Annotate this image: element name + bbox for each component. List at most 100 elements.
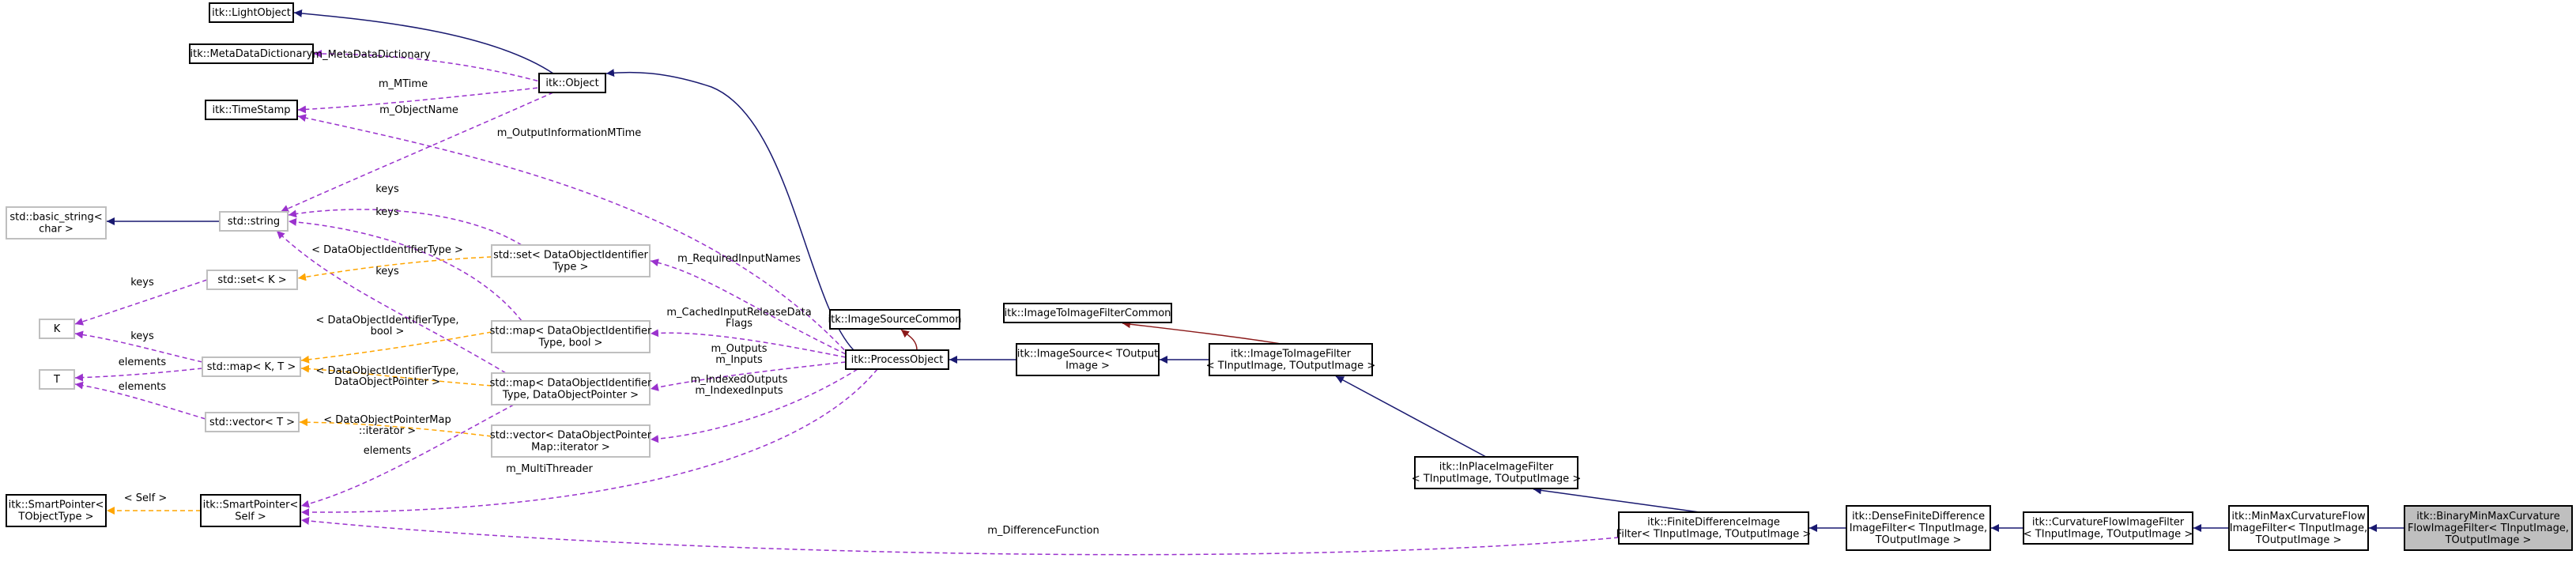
edge-mapdop-string-keys bbox=[276, 230, 507, 374]
edge-label-m-objectname: m_ObjectName bbox=[379, 104, 458, 116]
map_doi_dop-label-line: std::map< DataObjectIdentifier bbox=[490, 378, 652, 390]
node-k[interactable]: K bbox=[39, 319, 75, 339]
binaryminmax-label-line: FlowImageFilter< TInputImage, bbox=[2408, 522, 2569, 534]
edge-processobject-mapbool bbox=[650, 329, 847, 358]
node-map-doi-dop[interactable]: std::map< DataObjectIdentifierType, Data… bbox=[490, 372, 652, 405]
imagetoimagefilter-label-line: itk::ImageToImageFilter bbox=[1231, 349, 1352, 360]
edge-label-text: < DataObjectPointerMap bbox=[323, 414, 451, 426]
edge-mapkt-t bbox=[74, 368, 203, 382]
imagesourcecommon-label-line: itk::ImageSourceCommon bbox=[828, 314, 962, 326]
metadatadictionary-label-line: itk::MetaDataDictionary bbox=[190, 48, 313, 60]
edge-label-text: Flags bbox=[726, 318, 752, 330]
densefinitedifference-label-line: itk::DenseFiniteDifference bbox=[1852, 511, 1985, 522]
node-vector-t[interactable]: std::vector< T > bbox=[205, 412, 300, 432]
imagesource-label-line: Image > bbox=[1065, 360, 1110, 372]
node-processobject[interactable]: itk::ProcessObject bbox=[845, 349, 949, 370]
inplaceimagefilter-label-line: < TInputImage, TOutputImage > bbox=[1412, 473, 1581, 485]
edge-label-text: m_MultiThreader bbox=[506, 463, 593, 475]
node-timestamp[interactable]: itk::TimeStamp bbox=[205, 100, 298, 120]
edge-setdoi-setk-template bbox=[297, 256, 492, 281]
set_doi-label-line: Type > bbox=[553, 262, 589, 273]
edge-vectordopm-vectort-template bbox=[299, 418, 492, 437]
edge-label-text: bool > bbox=[371, 326, 405, 338]
edge-object-to-lightobject bbox=[293, 9, 554, 74]
edge-label-text: m_IndexedInputs bbox=[695, 385, 783, 397]
node-curvatureflow[interactable]: itk::CurvatureFlowImageFilter< TInputIma… bbox=[2023, 511, 2193, 545]
edge-processobject-setdoi bbox=[650, 258, 847, 355]
node-lightobject[interactable]: itk::LightObject bbox=[209, 2, 294, 23]
edge-inplace-to-imagetoimagefilter bbox=[1335, 375, 1487, 458]
basic_string-label-line: char > bbox=[39, 224, 74, 236]
edge-imagetoimagefilter-to-common bbox=[1122, 320, 1281, 345]
densefinitedifference-label-line: TOutputImage > bbox=[1875, 534, 1962, 546]
node-smartpointer-objtype[interactable]: itk::SmartPointer<TObjectType > bbox=[6, 494, 107, 527]
edge-label-text: m_DifferenceFunction bbox=[987, 525, 1099, 537]
edge-label-text: m_Outputs bbox=[711, 343, 767, 355]
node-vector-dopm[interactable]: std::vector< DataObjectPointerMap::itera… bbox=[490, 424, 652, 458]
edge-label-text: ::iterator > bbox=[359, 425, 416, 437]
edge-label-doit-bool: < DataObjectIdentifierType,bool > bbox=[316, 315, 459, 338]
edge-processobject-timestamp bbox=[297, 114, 850, 356]
edge-label-text: elements bbox=[364, 445, 412, 457]
edge-processobject-to-imagesourcecommon bbox=[900, 329, 918, 351]
edge-label-m-mtime: m_MTime bbox=[379, 78, 428, 90]
node-set-doi[interactable]: std::set< DataObjectIdentifierType > bbox=[491, 244, 651, 277]
map_kt-label-line: std::map< K, T > bbox=[207, 361, 296, 373]
edge-finitediff-to-inplace bbox=[1533, 486, 1700, 513]
edge-processobject-smartpointer-multithreader bbox=[300, 368, 878, 517]
edge-mapbool-string-keys bbox=[288, 217, 522, 322]
edge-label-elements-map: elements bbox=[119, 356, 167, 368]
edge-label-m-metadatadictionary: m_MetaDataDictionary bbox=[312, 49, 430, 61]
node-imagetoimagefilter[interactable]: itk::ImageToImageFilter< TInputImage, TO… bbox=[1206, 343, 1375, 376]
edge-object-string-objectname bbox=[280, 92, 554, 213]
minmaxcurvatureflow-label-line: ImageFilter< TInputImage, bbox=[2230, 522, 2367, 534]
edge-setk-k bbox=[74, 279, 208, 326]
node-object[interactable]: itk::Object bbox=[538, 73, 606, 93]
node-map-doi-bool[interactable]: std::map< DataObjectIdentifierType, bool… bbox=[490, 320, 652, 353]
edge-mapbool-mapkt-template bbox=[300, 331, 492, 364]
node-imagetoimagefiltercommon[interactable]: itk::ImageToImageFilterCommon bbox=[1003, 303, 1172, 323]
node-binaryminmax[interactable]: itk::BinaryMinMaxCurvatureFlowImageFilte… bbox=[2404, 505, 2573, 551]
node-imagesource[interactable]: itk::ImageSource< TOutputImage > bbox=[1016, 343, 1160, 376]
edge-label-text: < DataObjectIdentifierType, bbox=[316, 365, 459, 377]
set_k-label-line: std::set< K > bbox=[217, 274, 286, 286]
smartpointer_objtype-label-line: TObjectType > bbox=[17, 511, 93, 523]
node-set-k[interactable]: std::set< K > bbox=[206, 270, 298, 290]
edge-label-text: DataObjectPointer > bbox=[334, 376, 440, 388]
edge-mapdop-smartpointer-elements bbox=[300, 404, 515, 508]
edge-label-text: m_OutputInformationMTime bbox=[497, 127, 642, 139]
k-label-line: K bbox=[54, 323, 61, 335]
edge-setdoi-string-keys bbox=[288, 209, 522, 246]
smartpointer_objtype-label-line: itk::SmartPointer< bbox=[9, 500, 104, 511]
node-imagesourcecommon[interactable]: itk::ImageSourceCommon bbox=[828, 309, 962, 330]
node-smartpointer-self[interactable]: itk::SmartPointer<Self > bbox=[200, 494, 301, 527]
vector_dopm-label-line: std::vector< DataObjectPointer bbox=[490, 430, 652, 442]
map_doi_dop-label-line: Type, DataObjectPointer > bbox=[502, 390, 639, 402]
timestamp-label-line: itk::TimeStamp bbox=[212, 104, 290, 116]
finitedifference-label-line: Filter< TInputImage, TOutputImage > bbox=[1616, 529, 1812, 541]
binaryminmax-label-line: itk::BinaryMinMaxCurvature bbox=[2416, 511, 2559, 522]
edge-label-doit-set: < DataObjectIdentifierType > bbox=[311, 244, 463, 256]
node-map-kt[interactable]: std::map< K, T > bbox=[202, 356, 301, 377]
basic_string-label-line: std::basic_string< bbox=[9, 212, 102, 224]
curvatureflow-label-line: itk::CurvatureFlowImageFilter bbox=[2032, 517, 2185, 529]
edge-label-keys-str-map: keys bbox=[375, 266, 399, 277]
imagetoimagefilter-label-line: < TInputImage, TOutputImage > bbox=[1206, 360, 1375, 372]
node-t[interactable]: T bbox=[39, 369, 75, 390]
smartpointer_self-label-line: itk::SmartPointer< bbox=[203, 500, 299, 511]
node-string[interactable]: std::string bbox=[219, 211, 289, 232]
node-basic-string[interactable]: std::basic_string<char > bbox=[6, 206, 107, 240]
edge-label-dopm-iter: < DataObjectPointerMap::iterator > bbox=[323, 414, 451, 437]
edge-label-doit-dop: < DataObjectIdentifierType,DataObjectPoi… bbox=[316, 365, 459, 388]
node-inplaceimagefilter[interactable]: itk::InPlaceImageFilter< TInputImage, TO… bbox=[1412, 456, 1581, 489]
edge-label-text: m_MTime bbox=[379, 78, 428, 90]
edge-label-text: m_MetaDataDictionary bbox=[312, 49, 430, 61]
edge-label-keys-map-k: keys bbox=[130, 330, 154, 342]
node-metadatadictionary[interactable]: itk::MetaDataDictionary bbox=[189, 43, 314, 64]
